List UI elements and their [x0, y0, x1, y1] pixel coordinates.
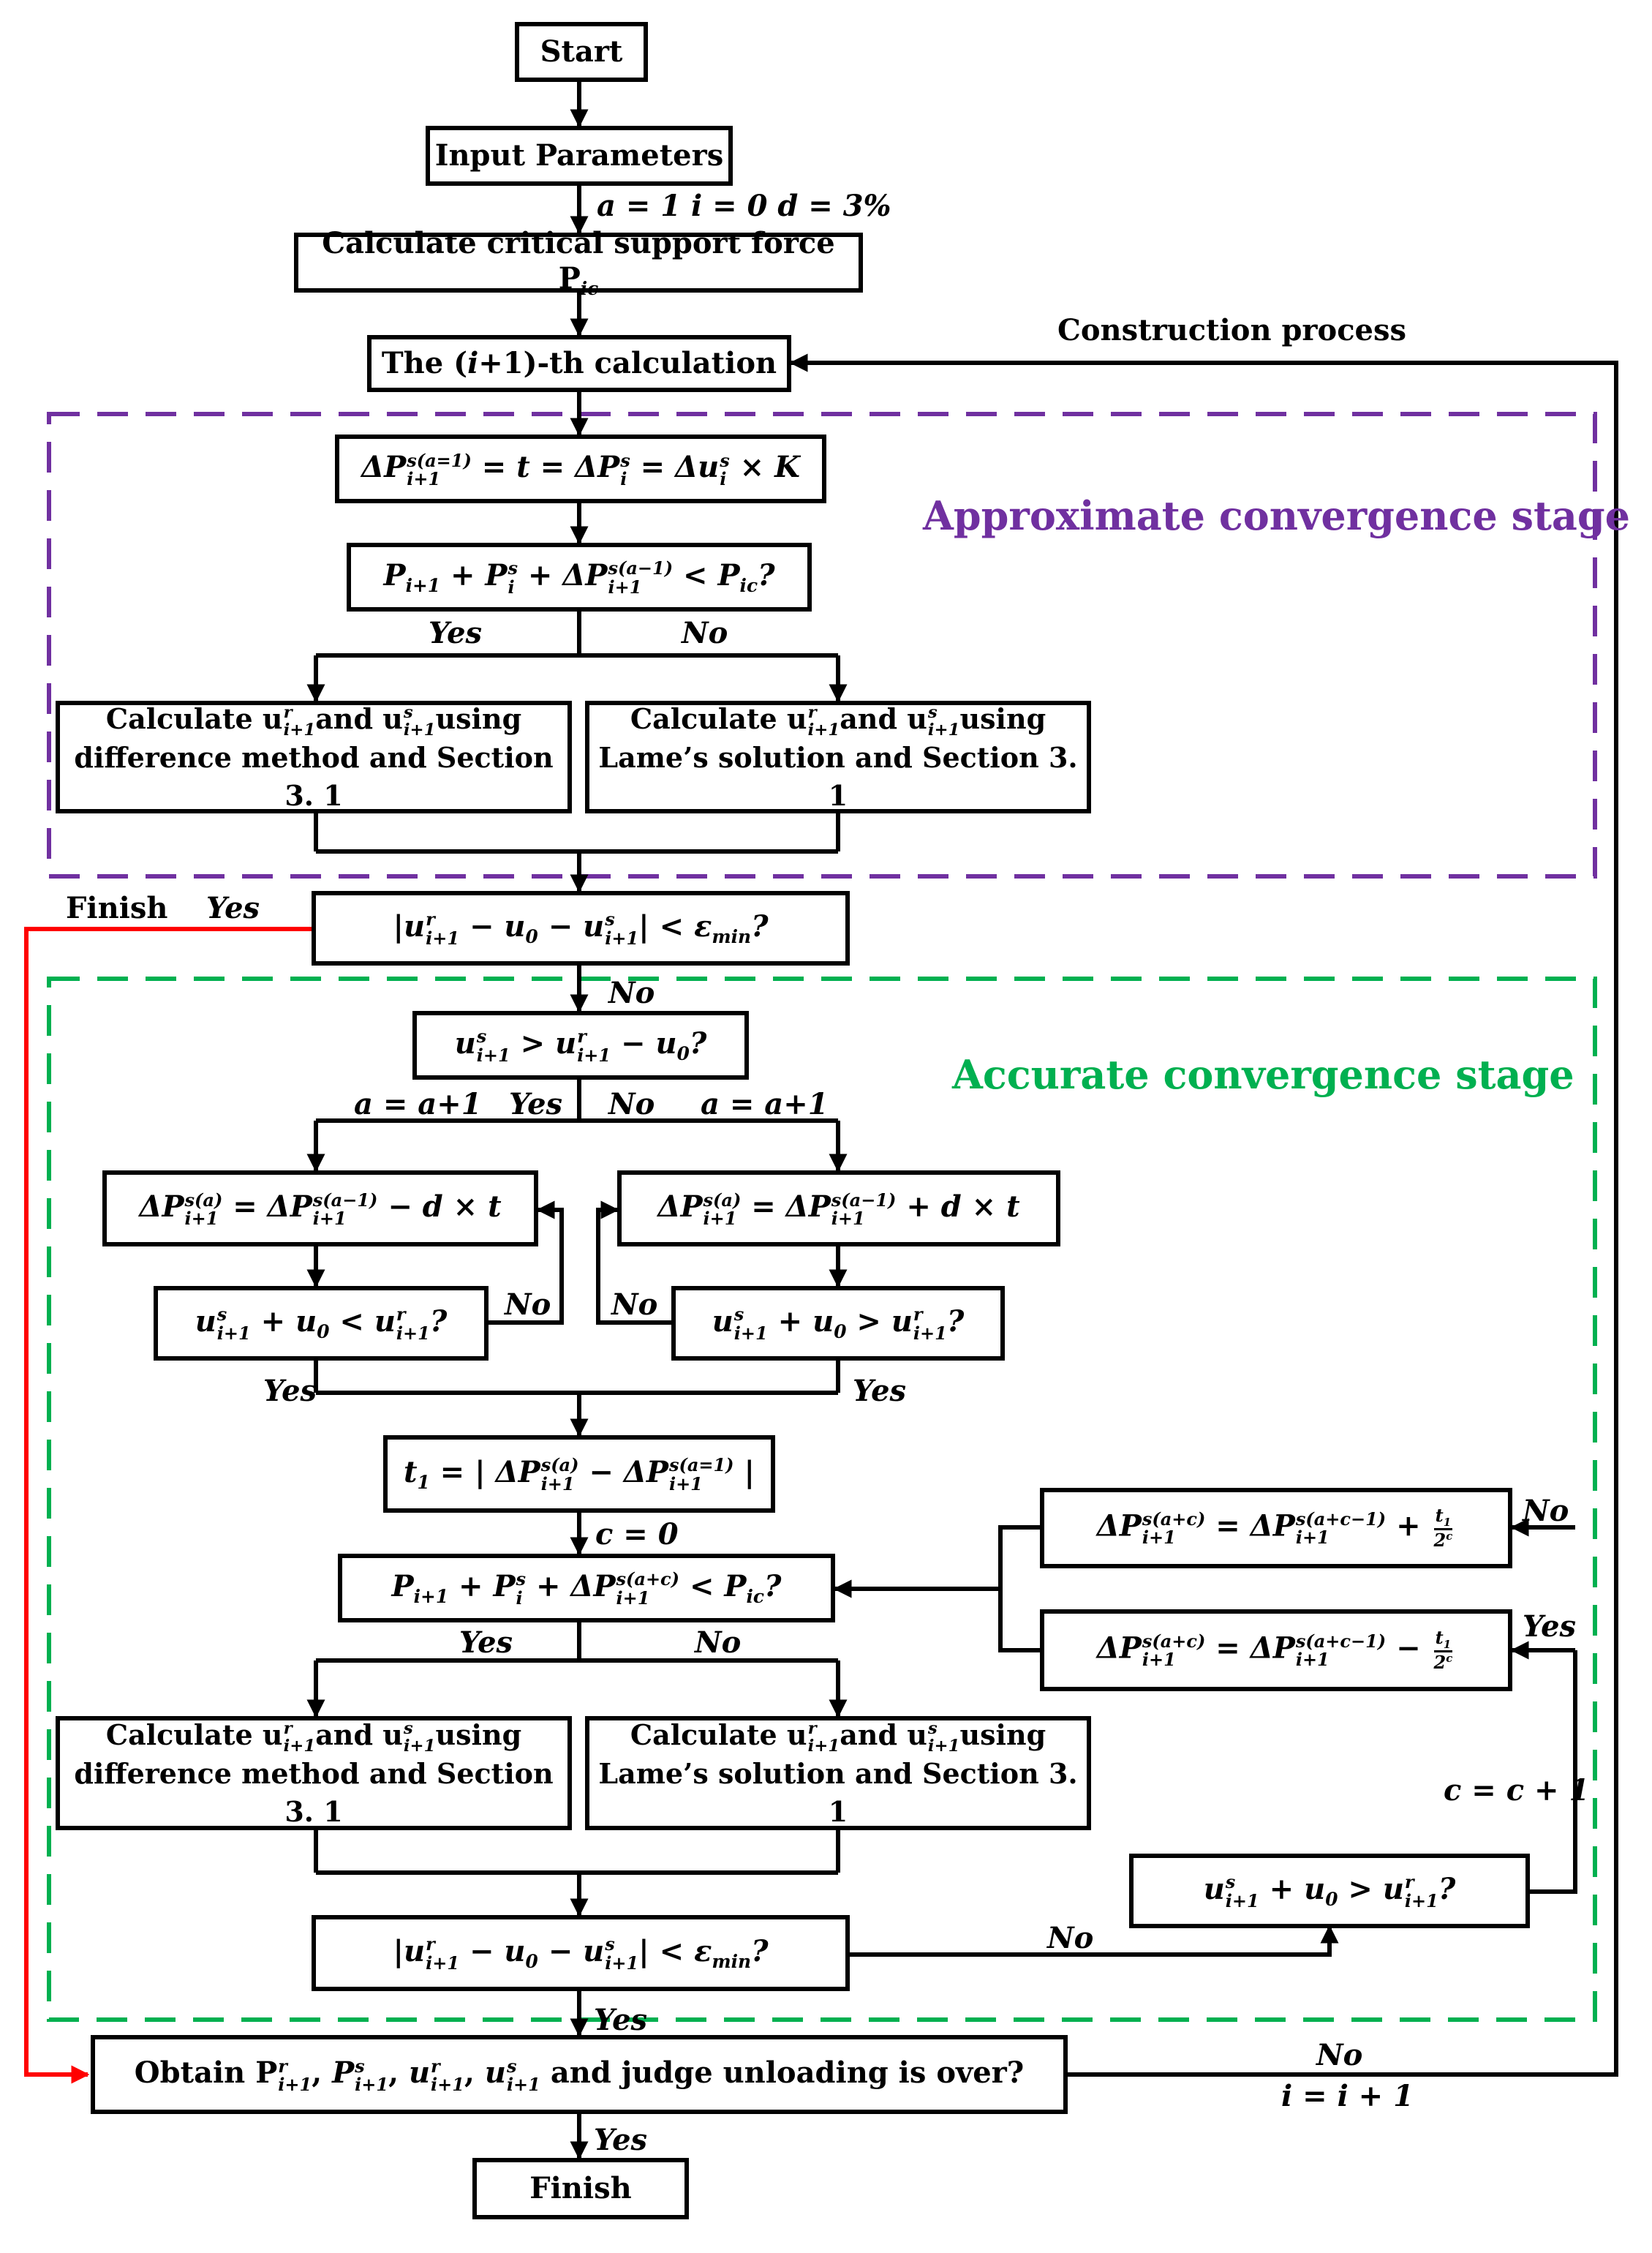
start-label: Start: [540, 34, 623, 69]
ith-calculation-box: The (i+1)-th calculation: [367, 335, 791, 392]
line-update-boxes-left: [998, 1525, 1040, 1652]
loop-left-no: [489, 1200, 564, 1325]
yes-label-finish: Yes: [206, 891, 260, 925]
critical-force-sub: ic: [580, 277, 599, 299]
line-c-increment: [1530, 1650, 1577, 1894]
ith-post: +1)-th calculation: [478, 346, 777, 380]
arrow-finish-shortcut: [24, 927, 312, 2084]
calc-lame-1-a: Calculate u: [630, 702, 807, 735]
c-increment-label: c = c + 1: [1444, 1773, 1590, 1808]
calc-lame-1-d: Lame’s solution and Section 3. 1: [598, 741, 1078, 812]
no-label-1: No: [682, 616, 728, 650]
start-box: Start: [515, 22, 648, 82]
input-parameters-box: Input Parameters: [426, 126, 733, 186]
calc-diff-1-b: and u: [315, 702, 403, 735]
calc-lame-1-c: using: [959, 702, 1046, 735]
obtain-post: and judge unloading is over?: [550, 2055, 1025, 2090]
calc-lame-1-b: and u: [840, 702, 927, 735]
obtain-pre: Obtain P: [134, 2055, 278, 2090]
calc-diff-2-a: Calculate u: [105, 1718, 283, 1751]
approx-stage-title: Approximate convergence stage: [923, 492, 1631, 539]
a-increment-left: a = a+1: [354, 1087, 482, 1121]
yes-label-1: Yes: [429, 616, 483, 650]
no-label-2: No: [608, 1087, 655, 1121]
calc-lame-2-c: using: [959, 1718, 1046, 1751]
calc-diff-1-c: using: [435, 702, 522, 735]
no-label-right-loop: No: [611, 1287, 658, 1322]
ith-pre: The (: [381, 346, 468, 380]
finish-shortcut-label: Finish: [66, 891, 168, 925]
no-label-unloading: No: [1316, 2038, 1363, 2072]
calc-diff-2-c: using: [435, 1718, 522, 1751]
yes-label-finish-final: Yes: [594, 2123, 648, 2157]
critical-force-box: Calculate critical support force Pic: [294, 226, 863, 299]
no-label-plus: No: [1523, 1494, 1569, 1528]
no-label-3: No: [695, 1625, 742, 1660]
no-label-accurate: No: [608, 976, 655, 1010]
finish-box: Finish: [472, 2158, 689, 2219]
i-increment-label: i = i + 1: [1281, 2079, 1414, 2113]
calc-lame-2-a: Calculate u: [630, 1718, 807, 1751]
approx-stage-frame: [47, 412, 1597, 879]
a-increment-right: a = a+1: [701, 1087, 829, 1121]
yes-label-3: Yes: [459, 1625, 513, 1660]
no-label-check2: No: [1047, 1921, 1094, 1955]
yes-label-check2: Yes: [594, 2003, 648, 2037]
calc-diff-1-d: difference method and Section 3. 1: [74, 741, 554, 812]
accurate-stage-frame: [47, 977, 1597, 2022]
arrow-unloading-no-loop: [789, 353, 1618, 2077]
no-label-left-loop: No: [505, 1287, 551, 1322]
ith-var: i: [467, 346, 479, 380]
calc-diff-2-b: and u: [315, 1718, 403, 1751]
yes-label-left-check: Yes: [263, 1374, 317, 1408]
accurate-stage-title: Accurate convergence stage: [952, 1051, 1574, 1098]
input-parameters-label: Input Parameters: [434, 138, 724, 173]
calc-lame-2-d: Lame’s solution and Section 3. 1: [598, 1757, 1078, 1828]
calc-lame-2-b: and u: [840, 1718, 927, 1751]
loop-right-no: [596, 1200, 671, 1325]
yes-label-2: Yes: [509, 1087, 563, 1121]
calc-diff-1-a: Calculate u: [105, 702, 283, 735]
construction-process-label: Construction process: [1057, 313, 1407, 347]
yes-label-right-check: Yes: [853, 1374, 907, 1408]
c-zero-label: c = 0: [595, 1517, 679, 1551]
finish-label: Finish: [529, 2171, 632, 2205]
calc-diff-2-d: difference method and Section 3. 1: [74, 1757, 554, 1828]
arrow-check2-no: [850, 1925, 1339, 1957]
yes-label-minus: Yes: [1523, 1609, 1577, 1644]
critical-force-label: Calculate critical support force P: [322, 225, 835, 296]
init-values-label: a = 1 i = 0 d = 3%: [597, 189, 891, 223]
